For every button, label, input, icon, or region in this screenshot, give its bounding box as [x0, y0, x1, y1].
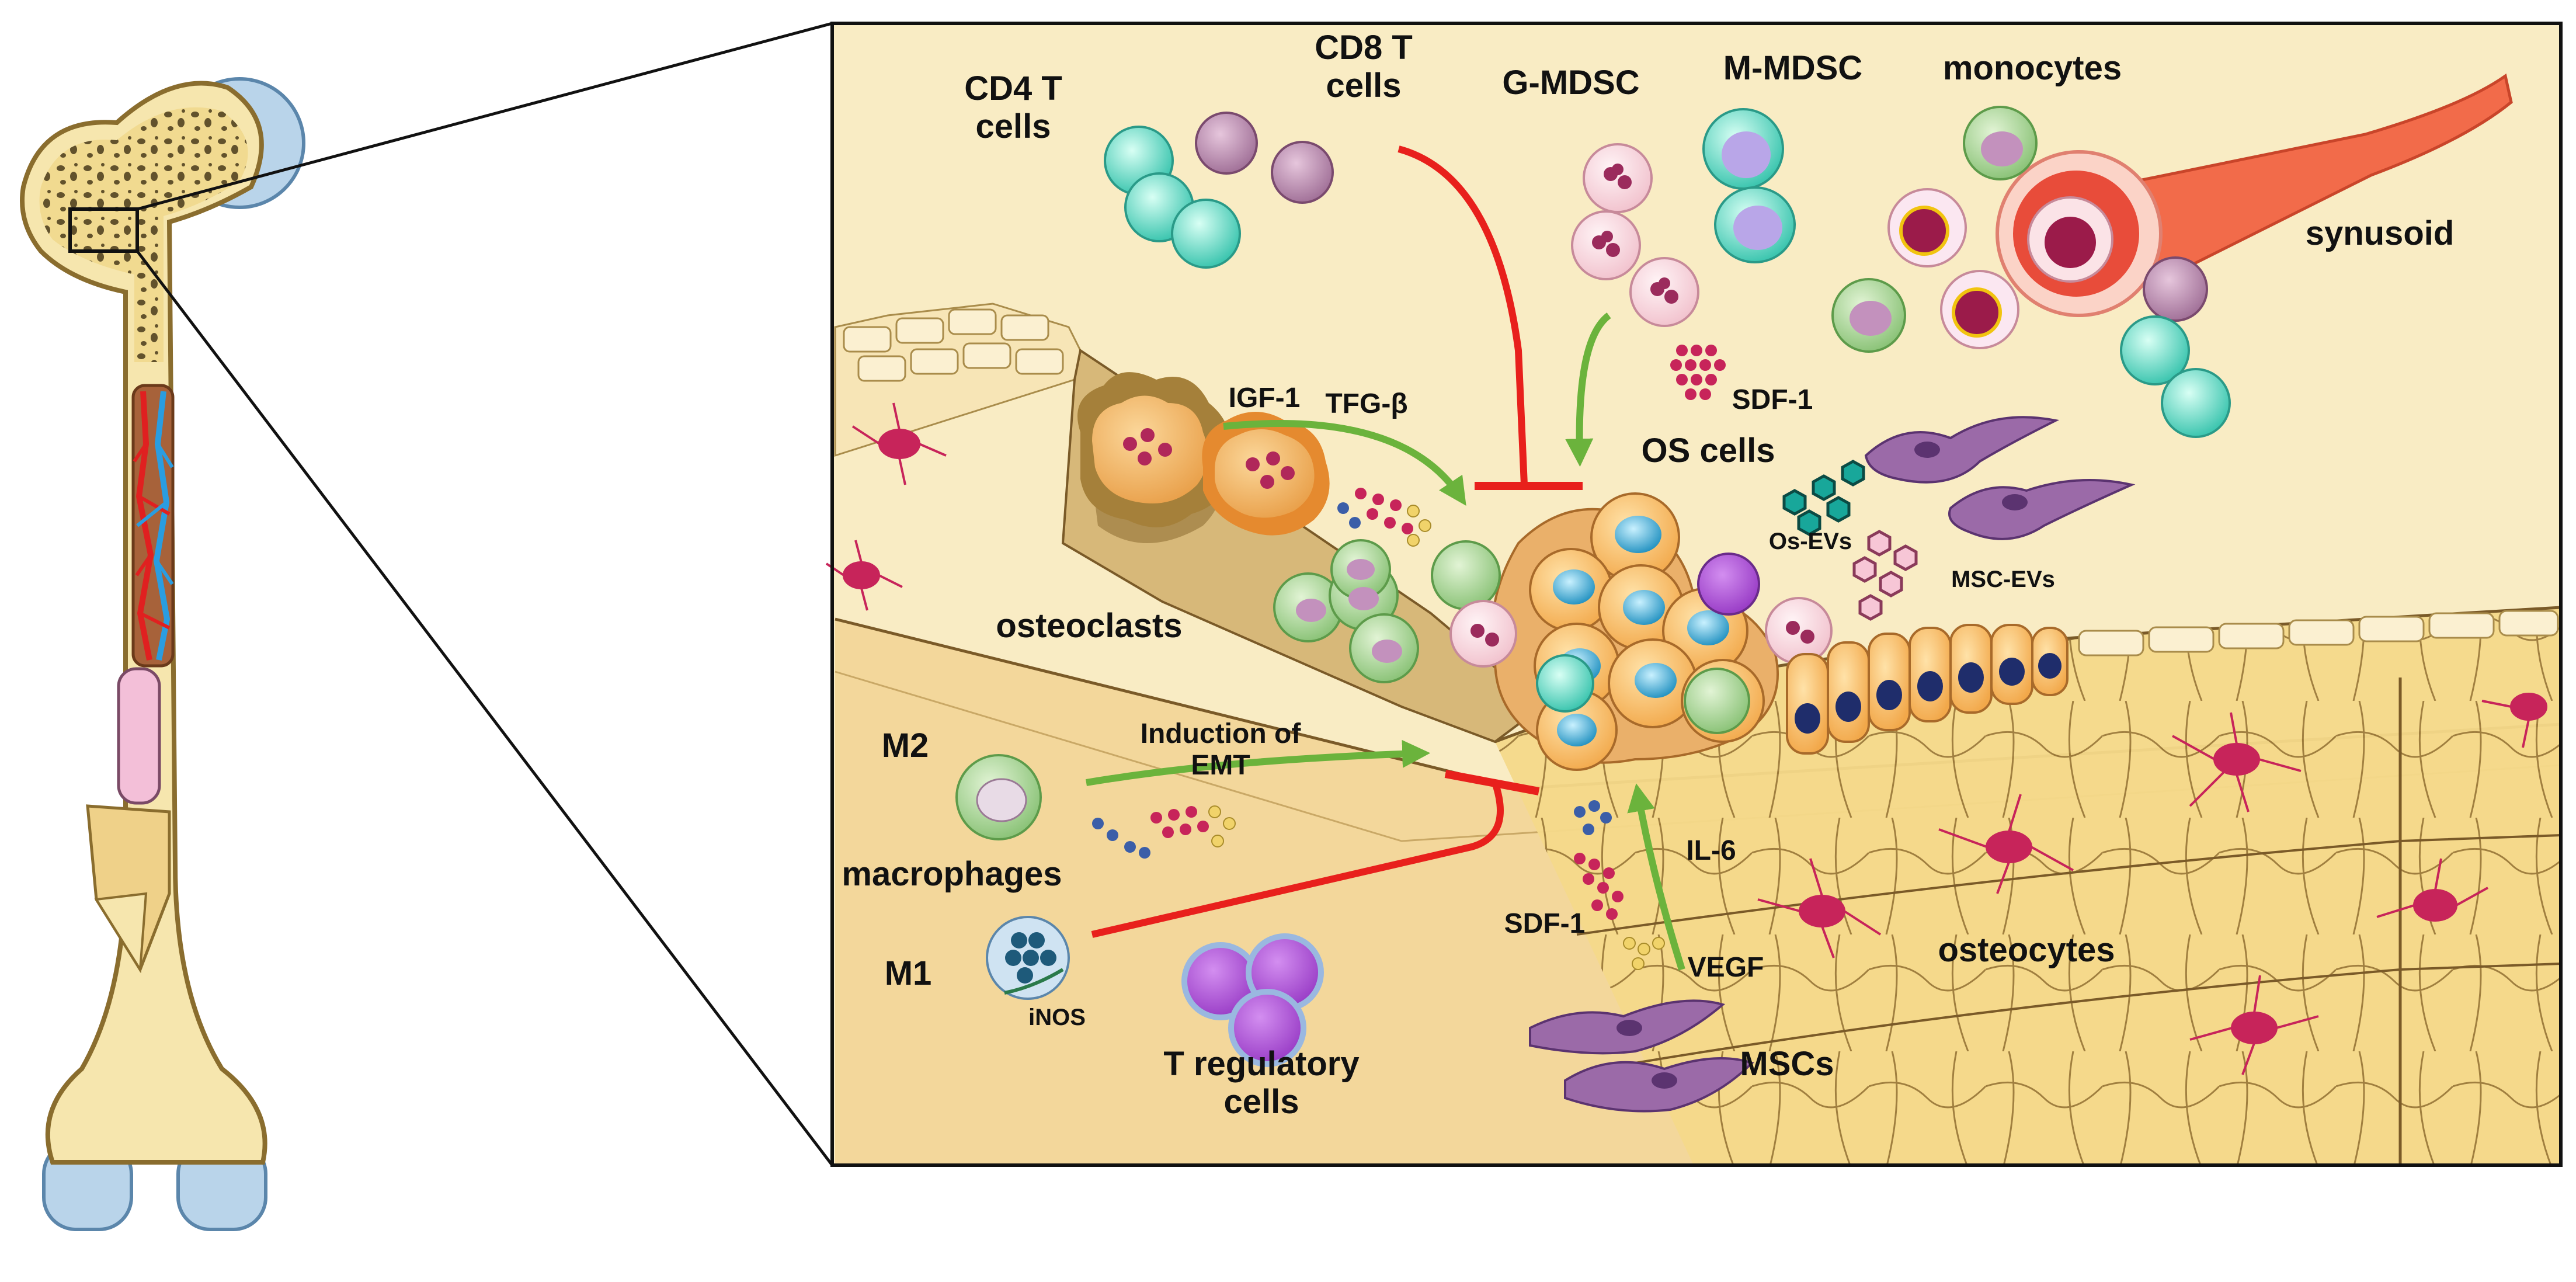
label-induction-of-emt: Induction of EMT [1140, 718, 1301, 781]
label-monocytes: monocytes [1942, 49, 2122, 87]
macrophage-cytokine-particles [1092, 805, 1236, 859]
osteoclast-cell [1202, 412, 1330, 536]
label-os-evs: Os-EVs [1768, 529, 1852, 554]
m1-macrophage [986, 916, 1070, 1000]
emt-induction-arrow [1086, 739, 1431, 786]
label-sdf-1-top: SDF-1 [1732, 384, 1813, 415]
label-m2: M2 [881, 727, 929, 765]
osteocyte-cells [825, 402, 2547, 1075]
m2-macrophage [955, 754, 1042, 840]
zoom-line-top [137, 22, 833, 211]
femur-bone [20, 77, 305, 1231]
sdf1-top-particles [1670, 345, 1726, 400]
label-vegf: VEGF [1687, 952, 1764, 983]
m1-inhibition-bar [1444, 770, 1540, 795]
g-mdsc-cells [1571, 143, 1699, 327]
label-os-cells: OS cells [1641, 432, 1775, 470]
m1-inhibition-arrow [1091, 781, 1504, 938]
cd8-inhibition-arrow [1397, 145, 1528, 485]
sinusoid-vessel [1996, 73, 2513, 438]
osteoclast-cell [1077, 372, 1230, 527]
label-cd8-t-cells: CD8 T cells [1315, 29, 1413, 105]
label-inos: iNOS [1028, 1005, 1086, 1030]
g-mdsc-promotion-arrow [1565, 312, 1611, 467]
zoom-panel [825, 22, 2563, 1167]
label-m-mdsc: M-MDSC [1723, 49, 1863, 87]
label-osteocytes: osteocytes [1938, 931, 2115, 969]
t-regulatory-cells [1181, 933, 1324, 1067]
label-sdf-1-bottom: SDF-1 [1504, 908, 1586, 939]
growth-factor-particles [1337, 488, 1431, 547]
macrophage-cluster [1273, 539, 1419, 683]
msc-evs [1852, 530, 1918, 621]
label-osteoclasts: osteoclasts [996, 607, 1183, 645]
label-macrophages: macrophages [842, 855, 1062, 893]
label-t-regulatory-cells: T regulatory cells [1163, 1045, 1360, 1121]
label-cd4-t-cells: CD4 T cells [964, 70, 1062, 145]
monocyte-cells [1831, 106, 2038, 353]
m-mdsc-cells [1702, 108, 1796, 263]
msc-cells [1529, 416, 2136, 1113]
label-g-mdsc: G-MDSC [1502, 64, 1640, 102]
label-m1: M1 [884, 954, 932, 992]
cd4-t-cells [1104, 112, 1334, 269]
label-il-6: IL-6 [1686, 835, 1736, 866]
osteoblast-row [1786, 624, 2069, 755]
msc-cytokine-particles [1574, 800, 1665, 970]
label-msc-evs: MSC-EVs [1951, 567, 2055, 592]
label-synusoid: synusoid [2305, 214, 2455, 252]
label-mscs: MSCs [1740, 1045, 1834, 1083]
label-igf-1: IGF-1 [1228, 383, 1301, 414]
igf-tgf-promotion-arrow [1223, 420, 1466, 506]
os-cells-cluster [1431, 492, 1833, 771]
zoom-line-bottom [136, 250, 833, 1166]
msc-promotion-arrow [1627, 783, 1685, 971]
label-tfg-beta: TFG-β [1325, 388, 1408, 419]
os-evs [1782, 460, 1865, 536]
